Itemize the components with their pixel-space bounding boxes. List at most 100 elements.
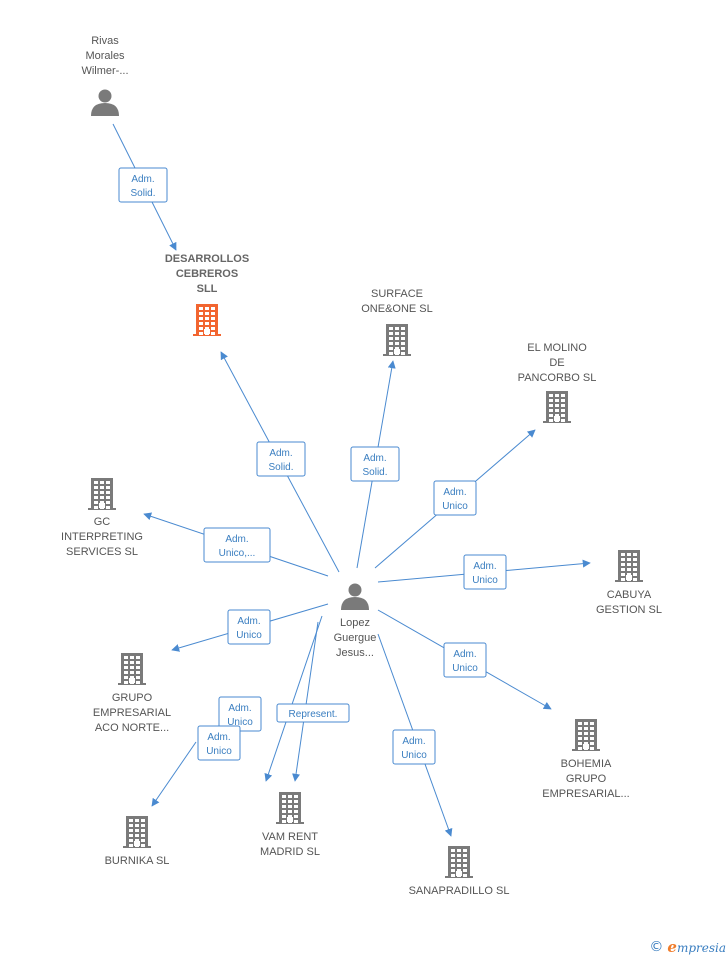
edge-label-box[interactable]: Adm. Unico — [392, 729, 436, 765]
footer-brand[interactable]: © empresia — [649, 938, 726, 956]
node-label: Morales — [85, 50, 125, 62]
edge-lopez-vam: Represent. — [276, 621, 350, 782]
node-label: Wilmer-... — [81, 65, 128, 77]
node-rivas[interactable]: RivasMoralesWilmer-... — [81, 35, 129, 116]
edge-lopez-cabuya: Adm. Unico — [377, 554, 591, 590]
edge-label-text: Adm. — [363, 453, 386, 464]
node-burnika[interactable]: BURNIKA SL — [105, 816, 170, 867]
node-label: SANAPRADILLO SL — [409, 885, 510, 897]
edge-label-frame — [350, 446, 400, 482]
edge-label-frame — [256, 441, 306, 477]
node-sanapradillo[interactable]: SANAPRADILLO SL — [409, 846, 510, 897]
edge-label-text: Unico — [236, 630, 262, 641]
node-label: SLL — [197, 283, 218, 295]
node-label: Rivas — [91, 35, 119, 47]
node-grupo[interactable]: GRUPO EMPRESARIAL ACO NORTE... — [93, 653, 171, 734]
brand-logo: empresia — [667, 938, 726, 956]
node-label: EMPRESARIAL... — [542, 788, 629, 800]
edge-label-frame — [463, 554, 507, 590]
node-gc[interactable]: GC INTERPRETING SERVICES SL — [61, 478, 143, 558]
edge-label-frame — [276, 703, 350, 723]
edge-label-box[interactable]: Adm. Unico — [197, 725, 241, 761]
node-label: DESARROLLOS — [165, 253, 249, 265]
edge-lopez-gc: Adm. Unico,... — [143, 512, 329, 577]
building-icon — [383, 324, 411, 356]
person-icon — [341, 583, 369, 610]
edge-label-text: Unico — [401, 750, 427, 761]
node-label: VAM RENT — [262, 831, 318, 843]
edge-label-text: Adm. — [453, 649, 476, 660]
node-label: INTERPRETING — [61, 531, 143, 543]
node-label: ACO NORTE... — [95, 722, 169, 734]
node-desarrollos[interactable]: DESARROLLOS CEBREROS SLL — [165, 253, 249, 336]
edge-label-text: Adm. — [237, 616, 260, 627]
edge-label-box[interactable]: Adm.Solid. — [350, 446, 400, 482]
edge-label-text: Unico — [227, 717, 253, 728]
edge-lopez-vam: Adm. Unico — [218, 615, 323, 782]
edge-label-frame — [392, 729, 436, 765]
edge-label-box[interactable]: Adm.Solid. — [118, 167, 168, 203]
edge-line — [151, 741, 197, 807]
building-icon — [572, 719, 600, 751]
edge-label-frame — [197, 725, 241, 761]
edge-label-text: Unico — [452, 663, 478, 674]
edge-line — [292, 621, 319, 782]
node-label: CEBREROS — [176, 268, 238, 280]
node-label: BOHEMIA — [561, 758, 612, 770]
node-label: DE — [549, 357, 564, 369]
edge-grupo-burnika: Adm. Unico — [151, 725, 241, 807]
edge-label-text: Adm. — [269, 448, 292, 459]
edge-label-frame — [118, 167, 168, 203]
edge-label-text: Unico — [472, 575, 498, 586]
edge-label-frame — [433, 480, 477, 516]
building-icon — [276, 792, 304, 824]
person-icon — [91, 89, 119, 116]
building-icon — [118, 653, 146, 685]
node-vam[interactable]: VAM RENT MADRID SL — [260, 792, 320, 858]
edge-lopez-surface: Adm.Solid. — [350, 360, 400, 569]
edge-label-frame — [227, 609, 271, 645]
edge-label-text: Adm. — [225, 534, 248, 545]
node-label: CABUYA — [607, 589, 652, 601]
node-label: SERVICES SL — [66, 546, 138, 558]
edge-label-box[interactable]: Adm. Unico,... — [203, 527, 271, 563]
edge-label-box[interactable]: Adm.Solid. — [256, 441, 306, 477]
edge-label-frame — [443, 642, 487, 678]
node-label: BURNIKA SL — [105, 855, 170, 867]
edge-lopez-sanapradillo: Adm. Unico — [377, 633, 453, 837]
node-lopez[interactable]: LopezGuergueJesus... — [334, 583, 377, 660]
building-icon — [543, 391, 571, 423]
edge-label-box[interactable]: Adm. Unico — [463, 554, 507, 590]
node-label: GC — [94, 516, 111, 528]
relationship-graph: Adm.Solid.Adm.Solid.Adm.Solid.Adm.UnicoA… — [61, 35, 662, 897]
node-label: Guergue — [334, 632, 377, 644]
building-icon — [88, 478, 116, 510]
edge-label-text: Adm. — [402, 736, 425, 747]
edges-layer: Adm.Solid.Adm.Solid.Adm.Solid.Adm.UnicoA… — [112, 123, 591, 837]
node-label: EMPRESARIAL — [93, 707, 171, 719]
edge-label-text: Adm. — [473, 561, 496, 572]
building-icon — [615, 550, 643, 582]
edge-label-text: Adm. — [443, 487, 466, 498]
edge-label-text: Adm. — [207, 732, 230, 743]
building-icon — [193, 304, 221, 336]
node-label: GRUPO — [112, 692, 153, 704]
edge-label-box[interactable]: Adm. Unico — [443, 642, 487, 678]
building-icon — [123, 816, 151, 848]
edge-label-text: Represent. — [289, 709, 338, 720]
edge-label-box[interactable]: Adm. Unico — [227, 609, 271, 645]
edge-label-box[interactable]: Represent. — [276, 703, 350, 723]
edge-lopez-bohemia: Adm. Unico — [377, 609, 552, 710]
edge-label-box[interactable]: Adm.Unico — [433, 480, 477, 516]
edge-rivas-desarrollos: Adm.Solid. — [112, 123, 177, 251]
copyright-icon: © — [649, 939, 664, 955]
node-bohemia[interactable]: BOHEMIAGRUPOEMPRESARIAL... — [542, 719, 630, 800]
edge-lopez-molino: Adm.Unico — [374, 429, 536, 569]
node-label: MADRID SL — [260, 846, 320, 858]
edge-label-text: Unico,... — [219, 548, 256, 559]
edge-label-text: Unico — [206, 746, 232, 757]
